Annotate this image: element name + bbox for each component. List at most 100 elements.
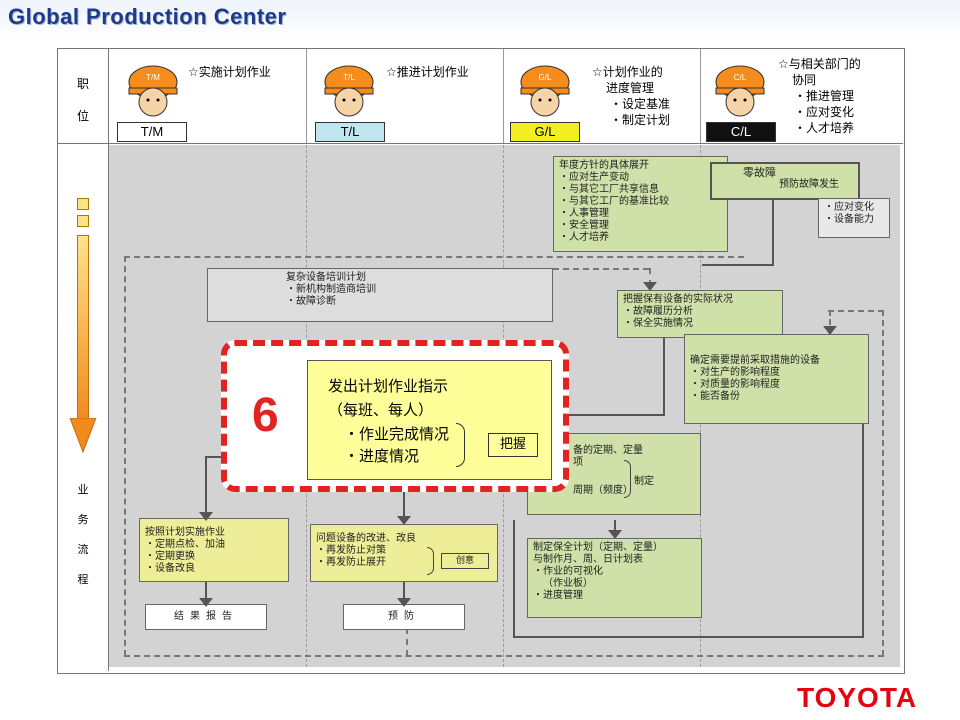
business-flow-label: 业务流程 bbox=[73, 475, 93, 595]
confirm-measures-box: 确定需要提前采取措施的设备 ・对生产的影响程度 ・对质量的影响程度 ・能否备份 bbox=[684, 334, 869, 424]
instruction-item: ・作业完成情况 bbox=[344, 425, 450, 443]
box-line: 周期（频度） bbox=[573, 485, 633, 496]
connector-line bbox=[566, 414, 665, 416]
dashed-connector bbox=[882, 310, 884, 656]
box-line: 制定保全计划（定期、定量） bbox=[533, 542, 663, 553]
box-line: 问题设备的改进、改良 bbox=[316, 533, 416, 544]
box-line: ・对质量的影响程度 bbox=[690, 379, 780, 390]
zero-fault-subtitle: 预防故障发生 bbox=[779, 179, 839, 190]
box-line: ・保全实施情况 bbox=[623, 318, 693, 329]
box-line: ・安全管理 bbox=[559, 220, 609, 231]
role-desc-cl-line-4: ・应对变化 bbox=[794, 105, 855, 119]
role-desc-cl-line-3: ・推进管理 bbox=[794, 89, 855, 103]
implement-plan-box: 按照计划实施作业 ・定期点检、加油 ・定期更换 ・设备改良 bbox=[139, 518, 289, 582]
role-tag-gl: G/L bbox=[510, 122, 580, 142]
svg-text:T/L: T/L bbox=[343, 73, 355, 82]
box-line: ・故障诊断 bbox=[286, 296, 336, 307]
instruction-box: 发出计划作业指示 （每班、每人） ・作业完成情况 ・进度情况 把握 bbox=[307, 360, 552, 480]
role-desc-gl: ☆计划作业的 进度管理 ・设定基准 ・制定计划 bbox=[592, 64, 670, 128]
connector-line bbox=[702, 264, 774, 266]
dashed-connector bbox=[553, 268, 649, 270]
flow-arrow-head bbox=[69, 418, 97, 454]
connector-line bbox=[205, 456, 223, 458]
column-divider-2 bbox=[503, 49, 504, 143]
role-desc-gl-line-4: ・制定计划 bbox=[610, 113, 671, 127]
instruction-item: ・进度情况 bbox=[344, 447, 420, 465]
role-desc-cl-line-2: 协同 bbox=[792, 73, 817, 87]
arrow-head bbox=[608, 530, 622, 539]
box-line: ・再发防止展开 bbox=[316, 557, 386, 568]
role-desc-tm: ☆实施计划作业 bbox=[188, 64, 271, 80]
annual-plan-box: 年度方针的具体展开 ・应对生产变动 ・与其它工厂共享信息 ・与其它工厂的基准比较… bbox=[553, 156, 728, 252]
problem-improve-box: 问题设备的改进、改良 ・再发防止对策 ・再发防止展开 创意 bbox=[310, 524, 498, 582]
creative-tag: 创意 bbox=[441, 553, 489, 569]
prevention-box: 预防 bbox=[343, 604, 465, 630]
connector-line bbox=[614, 520, 616, 538]
svg-text:T/M: T/M bbox=[146, 73, 160, 82]
dashed-connector bbox=[649, 268, 651, 286]
connector-line bbox=[403, 582, 405, 604]
brace bbox=[624, 460, 631, 498]
position-label-char-1: 职 bbox=[76, 77, 89, 91]
arrow-head bbox=[823, 326, 837, 335]
flow-square-2 bbox=[77, 215, 89, 227]
box-line: ・再发防止对策 bbox=[316, 545, 386, 556]
box-line: 年度方针的具体展开 bbox=[559, 160, 649, 171]
maintenance-plan-box: 制定保全计划（定期、定量） 与制作月、周、日计划表 ・作业的可视化 （作业板） … bbox=[527, 538, 702, 618]
column-divider-3 bbox=[700, 49, 701, 143]
dashed-connector bbox=[124, 655, 884, 657]
position-label-char-2: 位 bbox=[76, 109, 89, 123]
formulate-label: 制定 bbox=[634, 476, 654, 487]
box-line: ・进度管理 bbox=[533, 590, 583, 601]
business-flow-char: 程 bbox=[77, 573, 89, 586]
box-line: ・对生产的影响程度 bbox=[690, 367, 780, 378]
label-column bbox=[58, 49, 109, 671]
dashed-connector bbox=[124, 256, 744, 258]
header-band bbox=[0, 0, 960, 44]
connector-line bbox=[513, 520, 515, 638]
zero-fault-title: 零故障 bbox=[743, 166, 776, 179]
box-line: （作业板） bbox=[543, 578, 593, 589]
role-desc-gl-line-2: 进度管理 bbox=[606, 81, 655, 95]
box-line: ・与其它工厂共享信息 bbox=[559, 184, 659, 195]
respond-change-box: ・应对变化 ・设备能力 bbox=[818, 198, 890, 238]
dashed-connector bbox=[828, 310, 884, 312]
instruction-subtitle: （每班、每人） bbox=[328, 401, 434, 419]
box-line: 复杂设备培训计划 bbox=[286, 272, 366, 283]
worker-avatar-cl: C/L bbox=[715, 65, 765, 117]
zero-fault-box: 零故障 预防故障发生 bbox=[710, 162, 860, 200]
box-line: 项 bbox=[573, 457, 583, 468]
box-line: 备的定期、定量 bbox=[573, 445, 643, 456]
role-tag-cl: C/L bbox=[706, 122, 776, 142]
box-line: ・设备改良 bbox=[145, 563, 195, 574]
box-line: ・人事管理 bbox=[559, 208, 609, 219]
arrow-head bbox=[397, 598, 411, 607]
role-desc-cl: ☆与相关部门的 协同 ・推进管理 ・应对变化 ・人才培养 bbox=[778, 56, 861, 136]
role-tag-tm: T/M bbox=[117, 122, 187, 142]
connector-line bbox=[205, 582, 207, 604]
worker-avatar-tm: T/M bbox=[128, 65, 178, 117]
box-line: ・定期更换 bbox=[145, 551, 195, 562]
box-line: 把握保有设备的实际状况 bbox=[623, 294, 733, 305]
box-line: ・作业的可视化 bbox=[533, 566, 603, 577]
role-tag-tl: T/L bbox=[315, 122, 385, 142]
arrow-head bbox=[643, 282, 657, 291]
business-flow-char: 务 bbox=[77, 513, 89, 526]
box-line: ・故障履历分析 bbox=[623, 306, 693, 317]
box-line: ・应对生产变动 bbox=[559, 172, 629, 183]
grasp-tag: 把握 bbox=[488, 433, 538, 457]
brace bbox=[427, 547, 434, 575]
arrow-head bbox=[199, 512, 213, 521]
role-desc-gl-line-3: ・设定基准 bbox=[610, 97, 671, 111]
connector-line bbox=[772, 180, 774, 266]
role-desc-tl-line: ☆推进计划作业 bbox=[386, 65, 469, 79]
flow-square-1 bbox=[77, 198, 89, 210]
grasp-status-box: 把握保有设备的实际状况 ・故障履历分析 ・保全实施情况 bbox=[617, 290, 783, 338]
brace bbox=[456, 423, 465, 467]
box-line: ・定期点检、加油 bbox=[145, 539, 225, 550]
box-line: ・与其它工厂的基准比较 bbox=[559, 196, 669, 207]
connector-line bbox=[663, 336, 665, 416]
dashed-connector bbox=[124, 256, 126, 656]
role-desc-cl-line-5: ・人才培养 bbox=[794, 121, 855, 135]
svg-text:G/L: G/L bbox=[539, 73, 552, 82]
